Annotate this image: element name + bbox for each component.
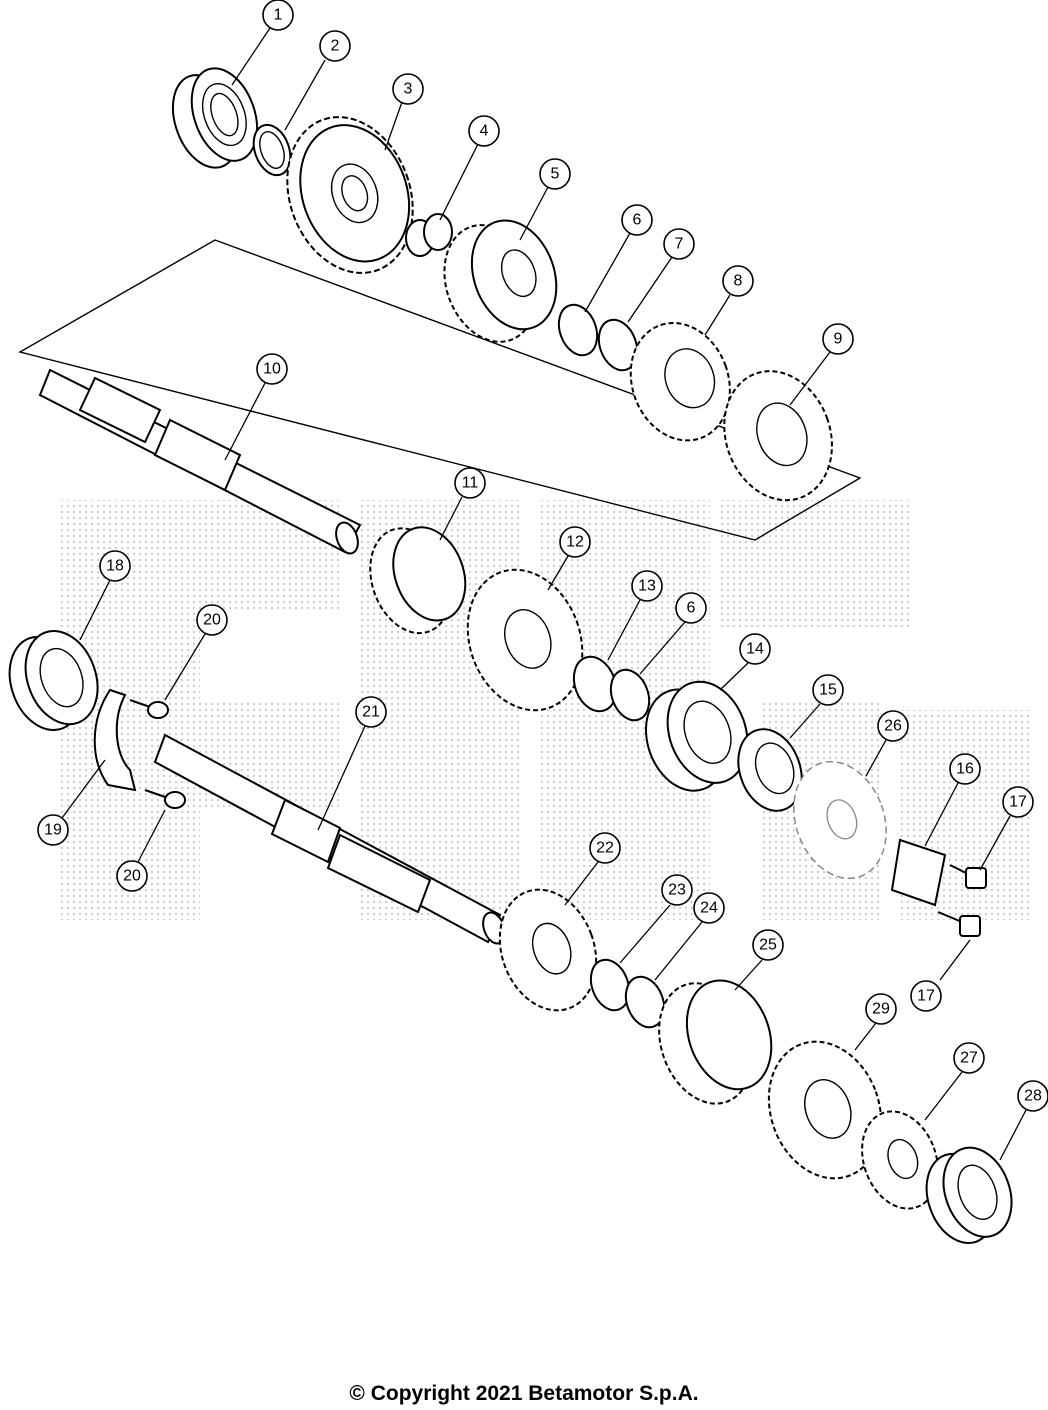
svg-text:6: 6	[687, 600, 696, 617]
callout-22: 22	[589, 832, 621, 864]
callout-11: 11	[454, 467, 486, 499]
part-7-washer	[597, 318, 639, 372]
svg-text:17: 17	[1009, 794, 1027, 811]
callout-17-upper: 17	[1002, 786, 1034, 818]
callout-4: 4	[468, 115, 500, 147]
part-3-gear	[286, 116, 414, 274]
svg-text:11: 11	[462, 475, 479, 492]
part-20-screw-lower	[144, 789, 186, 809]
svg-text:13: 13	[638, 578, 656, 595]
part-25-gear	[658, 979, 773, 1105]
part-10-mainshaft	[38, 368, 362, 555]
svg-text:22: 22	[596, 840, 614, 857]
part-1-bearing	[171, 67, 259, 169]
callout-15: 15	[812, 674, 844, 706]
svg-text:25: 25	[759, 937, 777, 954]
callout-28: 28	[1017, 1080, 1048, 1112]
part-22-gear	[498, 888, 598, 1012]
svg-text:4: 4	[480, 123, 489, 140]
callout-23: 23	[661, 874, 693, 906]
part-15-seal	[737, 728, 803, 812]
callout-17-lower: 17	[910, 980, 942, 1012]
callout-6-upper: 6	[621, 204, 653, 236]
callout-19: 19	[37, 814, 69, 846]
callout-18: 18	[99, 550, 131, 582]
svg-text:10: 10	[263, 361, 281, 378]
callout-26: 26	[877, 710, 909, 742]
svg-text:20: 20	[123, 868, 141, 885]
svg-text:27: 27	[960, 1050, 978, 1067]
callout-3: 3	[392, 73, 424, 105]
part-5-gear	[443, 219, 558, 343]
svg-text:26: 26	[884, 718, 902, 735]
svg-text:21: 21	[362, 704, 380, 721]
part-2-shim	[252, 123, 292, 177]
svg-text:17: 17	[917, 988, 935, 1005]
callout-27: 27	[953, 1042, 985, 1074]
part-17-bolt-upper	[949, 864, 987, 889]
svg-text:1: 1	[274, 7, 283, 24]
part-20-screw-upper	[129, 699, 169, 719]
part-11-gear	[369, 526, 467, 635]
callouts: 1 2 3 4 5 6 7 8 9 10 11 12 13 6 14 15 26…	[37, 0, 1048, 1112]
svg-text:9: 9	[834, 331, 843, 348]
callout-12: 12	[559, 526, 591, 558]
callout-6-lower: 6	[675, 592, 707, 624]
svg-text:8: 8	[734, 273, 743, 290]
part-24-circlip	[624, 975, 666, 1029]
svg-text:6: 6	[633, 212, 642, 229]
svg-text:28: 28	[1024, 1088, 1042, 1105]
svg-text:5: 5	[551, 166, 560, 183]
svg-text:3: 3	[404, 81, 413, 98]
callout-16: 16	[949, 753, 981, 785]
callout-7: 7	[663, 228, 695, 260]
part-19-retainer	[93, 688, 137, 792]
svg-text:12: 12	[566, 534, 584, 551]
svg-text:20: 20	[203, 612, 221, 629]
svg-text:16: 16	[956, 761, 974, 778]
svg-text:14: 14	[746, 641, 764, 658]
svg-text:18: 18	[106, 558, 124, 575]
callout-5: 5	[539, 158, 571, 190]
part-29-gear	[767, 1040, 883, 1180]
svg-text:29: 29	[872, 1001, 890, 1018]
part-18-bearing	[8, 630, 99, 732]
part-17-bolt-lower	[937, 911, 981, 937]
svg-text:24: 24	[700, 900, 718, 917]
part-27-gear	[861, 1110, 939, 1210]
part-12-gear	[466, 568, 584, 712]
svg-text:7: 7	[675, 236, 684, 253]
callout-25: 25	[752, 929, 784, 961]
part-6-circlip-upper	[557, 303, 599, 357]
callout-2: 2	[319, 30, 351, 62]
callout-13: 13	[631, 570, 663, 602]
svg-text:23: 23	[668, 882, 686, 899]
part-16-lock-plate	[890, 838, 947, 907]
part-23-washer	[589, 958, 631, 1012]
callout-20-lower: 20	[116, 860, 148, 892]
part-14-bearing	[645, 680, 749, 792]
part-6-circlip-lower	[609, 668, 651, 722]
callout-14: 14	[739, 633, 771, 665]
callout-10: 10	[256, 353, 288, 385]
part-28-bearing	[925, 1146, 1013, 1245]
callout-20-upper: 20	[196, 604, 228, 636]
svg-text:19: 19	[44, 822, 62, 839]
copyright-footer: © Copyright 2021 Betamotor S.p.A.	[349, 1382, 699, 1405]
svg-text:2: 2	[331, 38, 340, 55]
leader-lines	[61, 27, 1027, 1161]
callout-9: 9	[822, 323, 854, 355]
callout-24: 24	[693, 892, 725, 924]
part-4-bushing	[405, 213, 453, 257]
svg-text:15: 15	[819, 682, 837, 699]
part-26-sprocket	[793, 760, 887, 880]
part-9-gear	[723, 370, 833, 502]
callout-29: 29	[865, 993, 897, 1025]
callout-1: 1	[262, 0, 294, 31]
callout-8: 8	[722, 265, 754, 297]
part-8-gear	[629, 321, 731, 442]
callout-21: 21	[355, 696, 387, 728]
